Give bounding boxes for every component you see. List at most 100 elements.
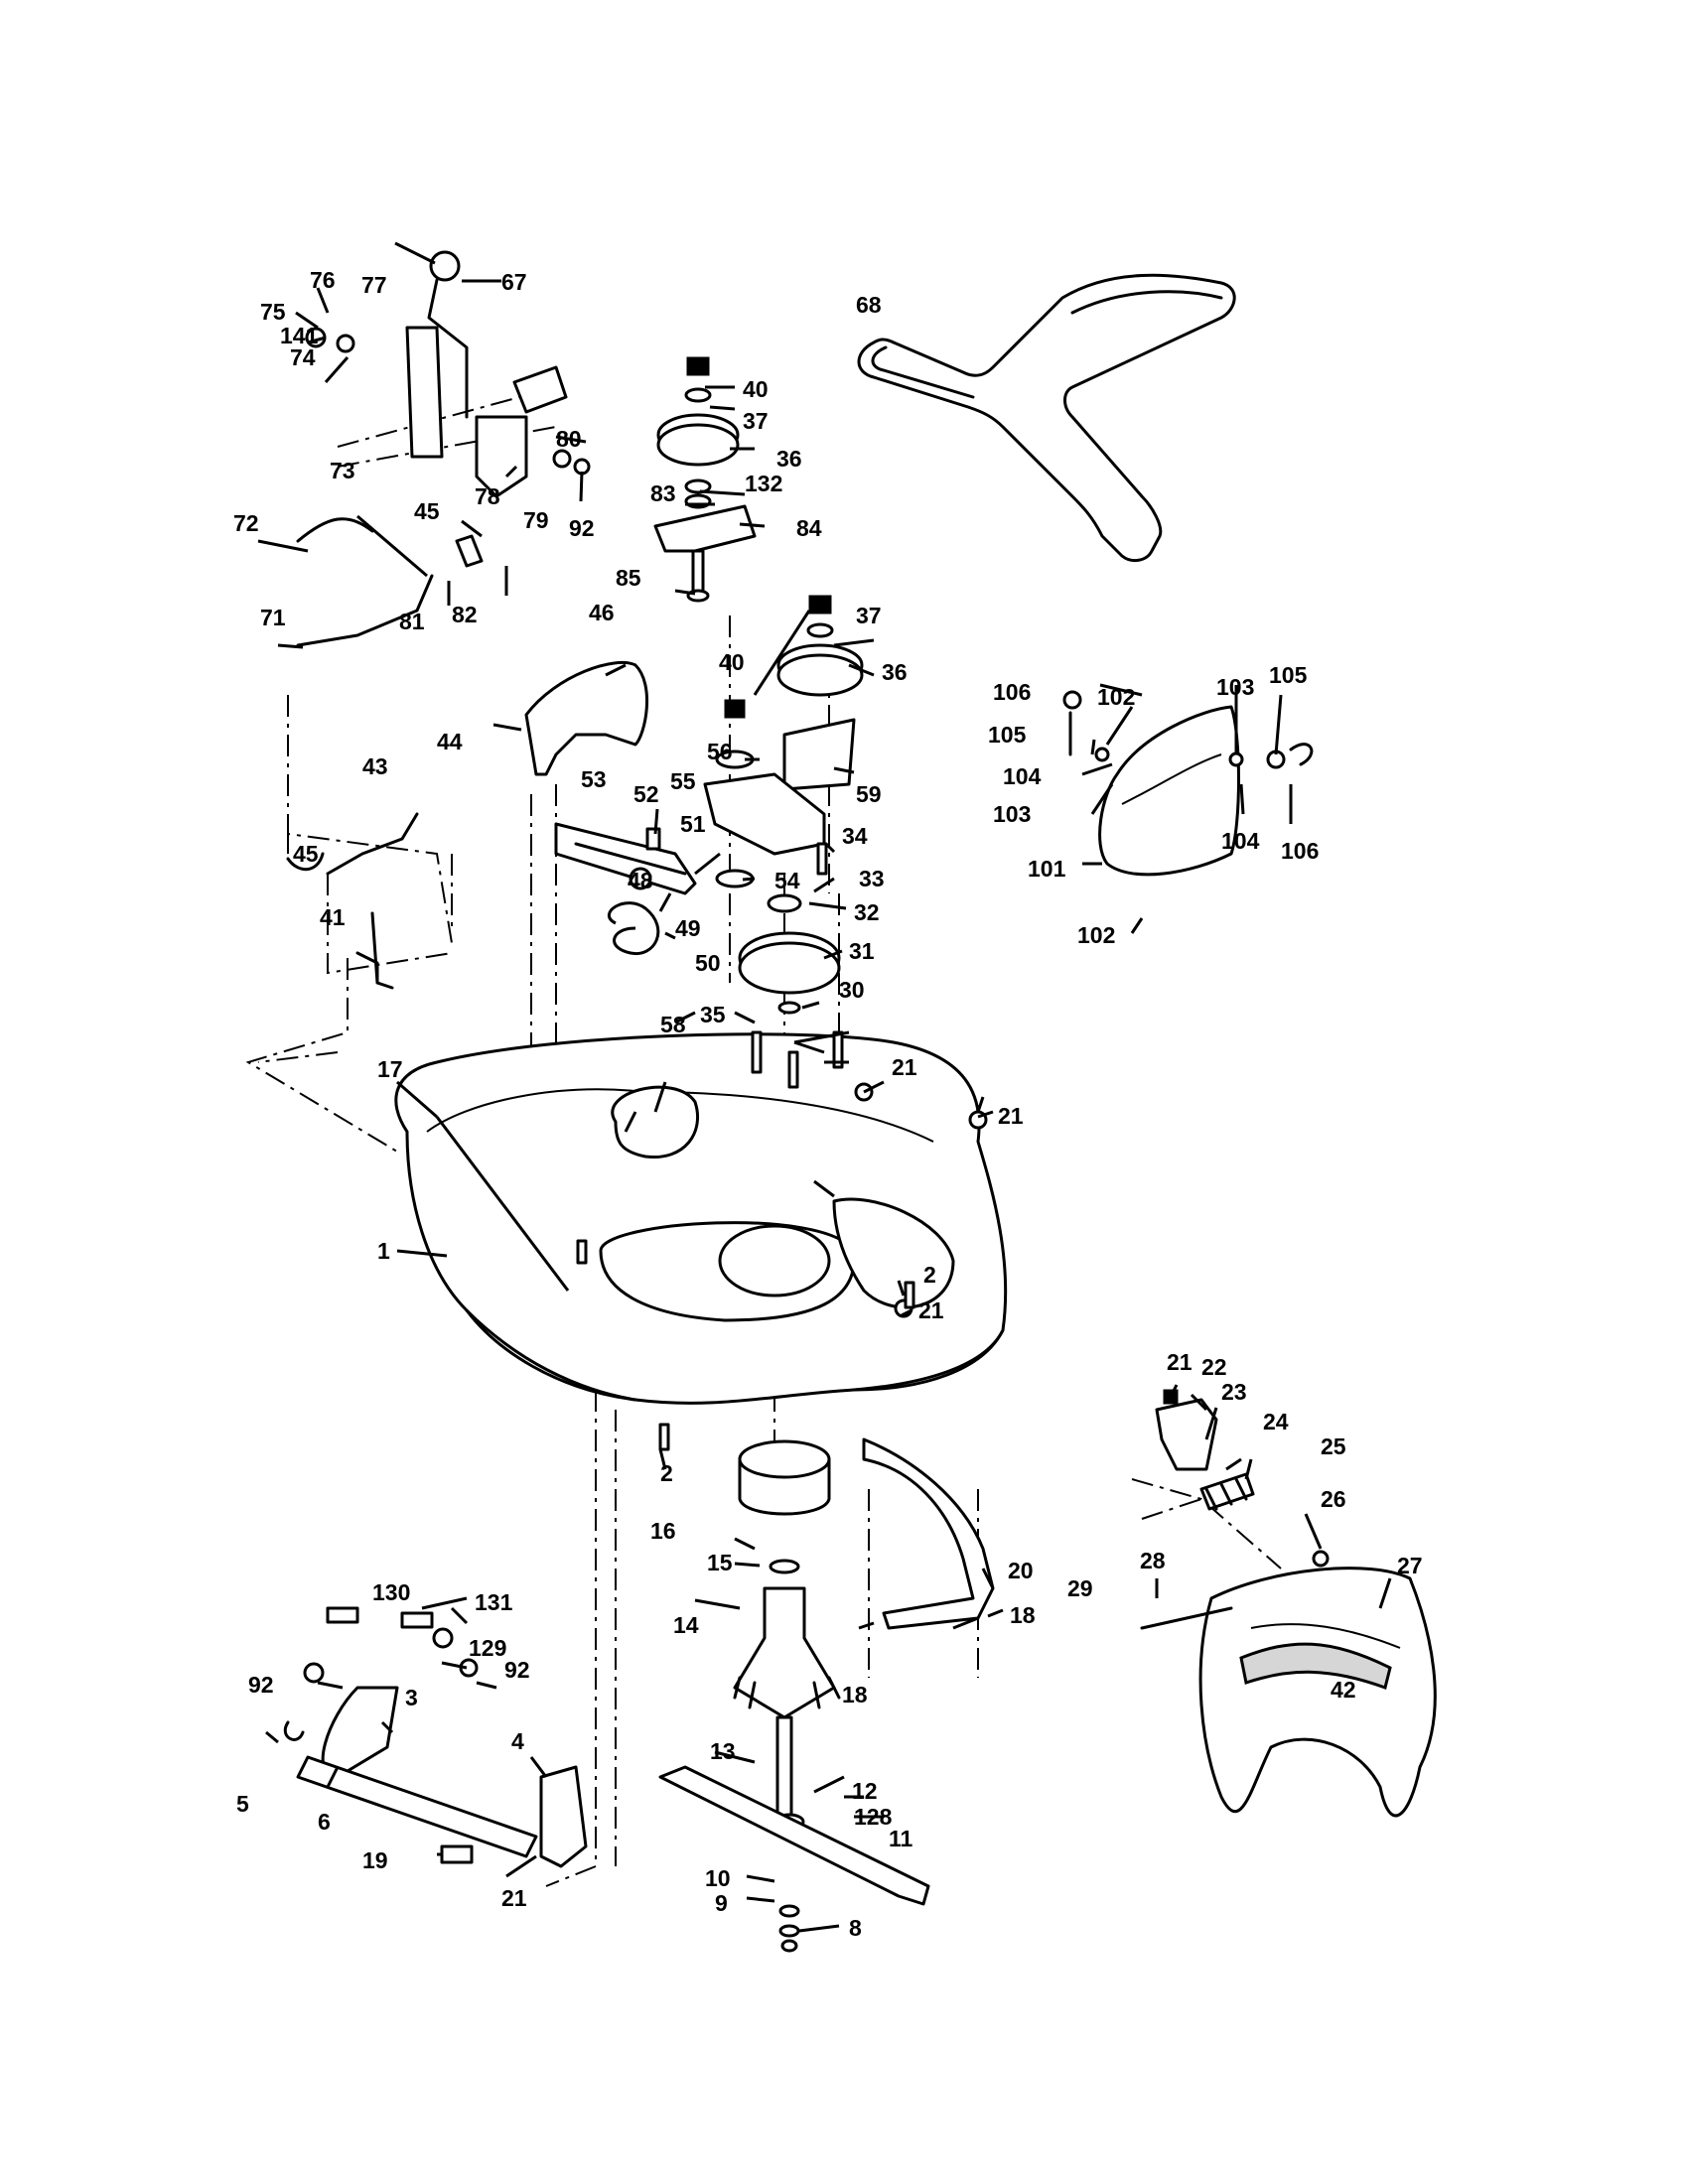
callout-14: 14	[673, 1612, 699, 1638]
callout-8: 8	[849, 1915, 862, 1941]
callout-92-right: 92	[504, 1657, 530, 1683]
callout-53: 53	[581, 766, 607, 792]
callout-78: 78	[475, 483, 500, 509]
callout-18-left: 18	[842, 1682, 868, 1707]
callout-68: 68	[856, 292, 882, 318]
callout-4: 4	[511, 1728, 524, 1754]
callout-83: 83	[650, 480, 676, 506]
lift-handle-assembly	[305, 250, 591, 498]
callout-51: 51	[680, 811, 706, 837]
callout-19: 19	[362, 1847, 388, 1873]
callout-104-right: 104	[1221, 828, 1260, 854]
callout-41: 41	[320, 904, 346, 930]
idler-pulley-stack-lower	[703, 595, 864, 888]
callout-21-c: 21	[918, 1297, 944, 1323]
callout-72: 72	[233, 510, 259, 536]
callout-32: 32	[854, 899, 880, 925]
callout-21-e: 21	[501, 1885, 527, 1911]
callout-76: 76	[310, 267, 336, 293]
callout-43: 43	[362, 753, 388, 779]
callout-106-right: 106	[1281, 838, 1319, 864]
callout-15: 15	[707, 1550, 733, 1575]
front-hanger-linkage	[283, 1606, 588, 1868]
callout-103-left: 103	[993, 801, 1031, 827]
spindle-assembly	[733, 1439, 841, 1831]
callout-55: 55	[670, 768, 696, 794]
callout-92-left: 92	[248, 1672, 274, 1698]
callout-54: 54	[774, 868, 800, 893]
deck-housing	[394, 1032, 1008, 1405]
callout-74: 74	[290, 344, 316, 370]
callout-80: 80	[556, 426, 582, 452]
callout-13: 13	[710, 1738, 736, 1764]
callout-11: 11	[889, 1826, 913, 1851]
callout-71: 71	[260, 605, 286, 630]
callout-141: 141	[280, 323, 319, 348]
callout-50: 50	[695, 950, 721, 976]
callout-17: 17	[377, 1056, 403, 1082]
callout-29: 29	[1067, 1575, 1093, 1601]
callout-36-lower: 36	[882, 659, 908, 685]
mower-blade	[658, 1765, 930, 1953]
callout-67: 67	[501, 269, 527, 295]
callout-92-upper: 92	[569, 515, 595, 541]
callout-1: 1	[377, 1238, 390, 1264]
callout-56: 56	[707, 739, 733, 764]
callout-45-upper: 45	[414, 498, 440, 524]
callout-44: 44	[437, 729, 463, 754]
callout-36-upper: 36	[776, 446, 802, 472]
callout-12: 12	[852, 1778, 878, 1804]
callout-130: 130	[372, 1579, 410, 1605]
belt-guard	[524, 660, 649, 776]
callout-82: 82	[452, 602, 478, 627]
callout-30: 30	[839, 977, 865, 1003]
callout-2-lower: 2	[660, 1460, 673, 1486]
callout-101: 101	[1028, 856, 1066, 882]
callout-27: 27	[1397, 1553, 1423, 1578]
callout-3: 3	[405, 1685, 418, 1710]
callout-79: 79	[523, 507, 549, 533]
callout-85: 85	[616, 565, 641, 591]
callout-45-lower: 45	[293, 841, 319, 867]
callout-103-top: 103	[1216, 674, 1254, 700]
callout-84: 84	[796, 515, 822, 541]
callout-37-lower: 37	[856, 603, 882, 628]
callout-49: 49	[675, 915, 701, 941]
callout-102-top: 102	[1097, 684, 1135, 710]
callout-16: 16	[650, 1518, 676, 1544]
callout-52: 52	[633, 781, 659, 807]
callout-5: 5	[236, 1791, 249, 1817]
callout-37-upper: 37	[743, 408, 769, 434]
callout-128: 128	[854, 1804, 893, 1830]
callout-104-left: 104	[1003, 763, 1042, 789]
callout-24: 24	[1263, 1409, 1289, 1434]
callout-40-upper: 40	[743, 376, 769, 402]
callout-33: 33	[859, 866, 885, 891]
hanger-bracket	[1155, 1389, 1330, 1568]
callout-9: 9	[715, 1890, 728, 1916]
callout-48: 48	[628, 868, 653, 893]
callout-10: 10	[705, 1865, 731, 1891]
callout-58: 58	[660, 1012, 686, 1037]
callout-25: 25	[1321, 1433, 1346, 1459]
callout-31: 31	[849, 938, 875, 964]
callout-105-right: 105	[1269, 662, 1308, 688]
callout-34: 34	[842, 823, 868, 849]
callout-21-b: 21	[998, 1103, 1024, 1129]
main-pulley	[738, 893, 841, 1015]
callout-21-d: 21	[1167, 1349, 1193, 1375]
callout-labels: 67 76 77 75 141 74 80 73 78 79 92 72 45 …	[233, 267, 1423, 1941]
callout-23: 23	[1221, 1379, 1247, 1405]
callout-131: 131	[475, 1589, 513, 1615]
discharge-chute-deflector	[1062, 690, 1314, 877]
callout-132: 132	[745, 471, 782, 496]
callout-102-bottom: 102	[1077, 922, 1115, 948]
rear-discharge-chute: 42	[1140, 1567, 1437, 1818]
callout-129: 129	[469, 1635, 506, 1661]
callout-73: 73	[330, 458, 355, 483]
deflector-badge: 42	[1331, 1677, 1356, 1703]
callout-6: 6	[318, 1809, 331, 1835]
lift-linkage	[286, 517, 484, 990]
callout-46: 46	[589, 600, 615, 625]
